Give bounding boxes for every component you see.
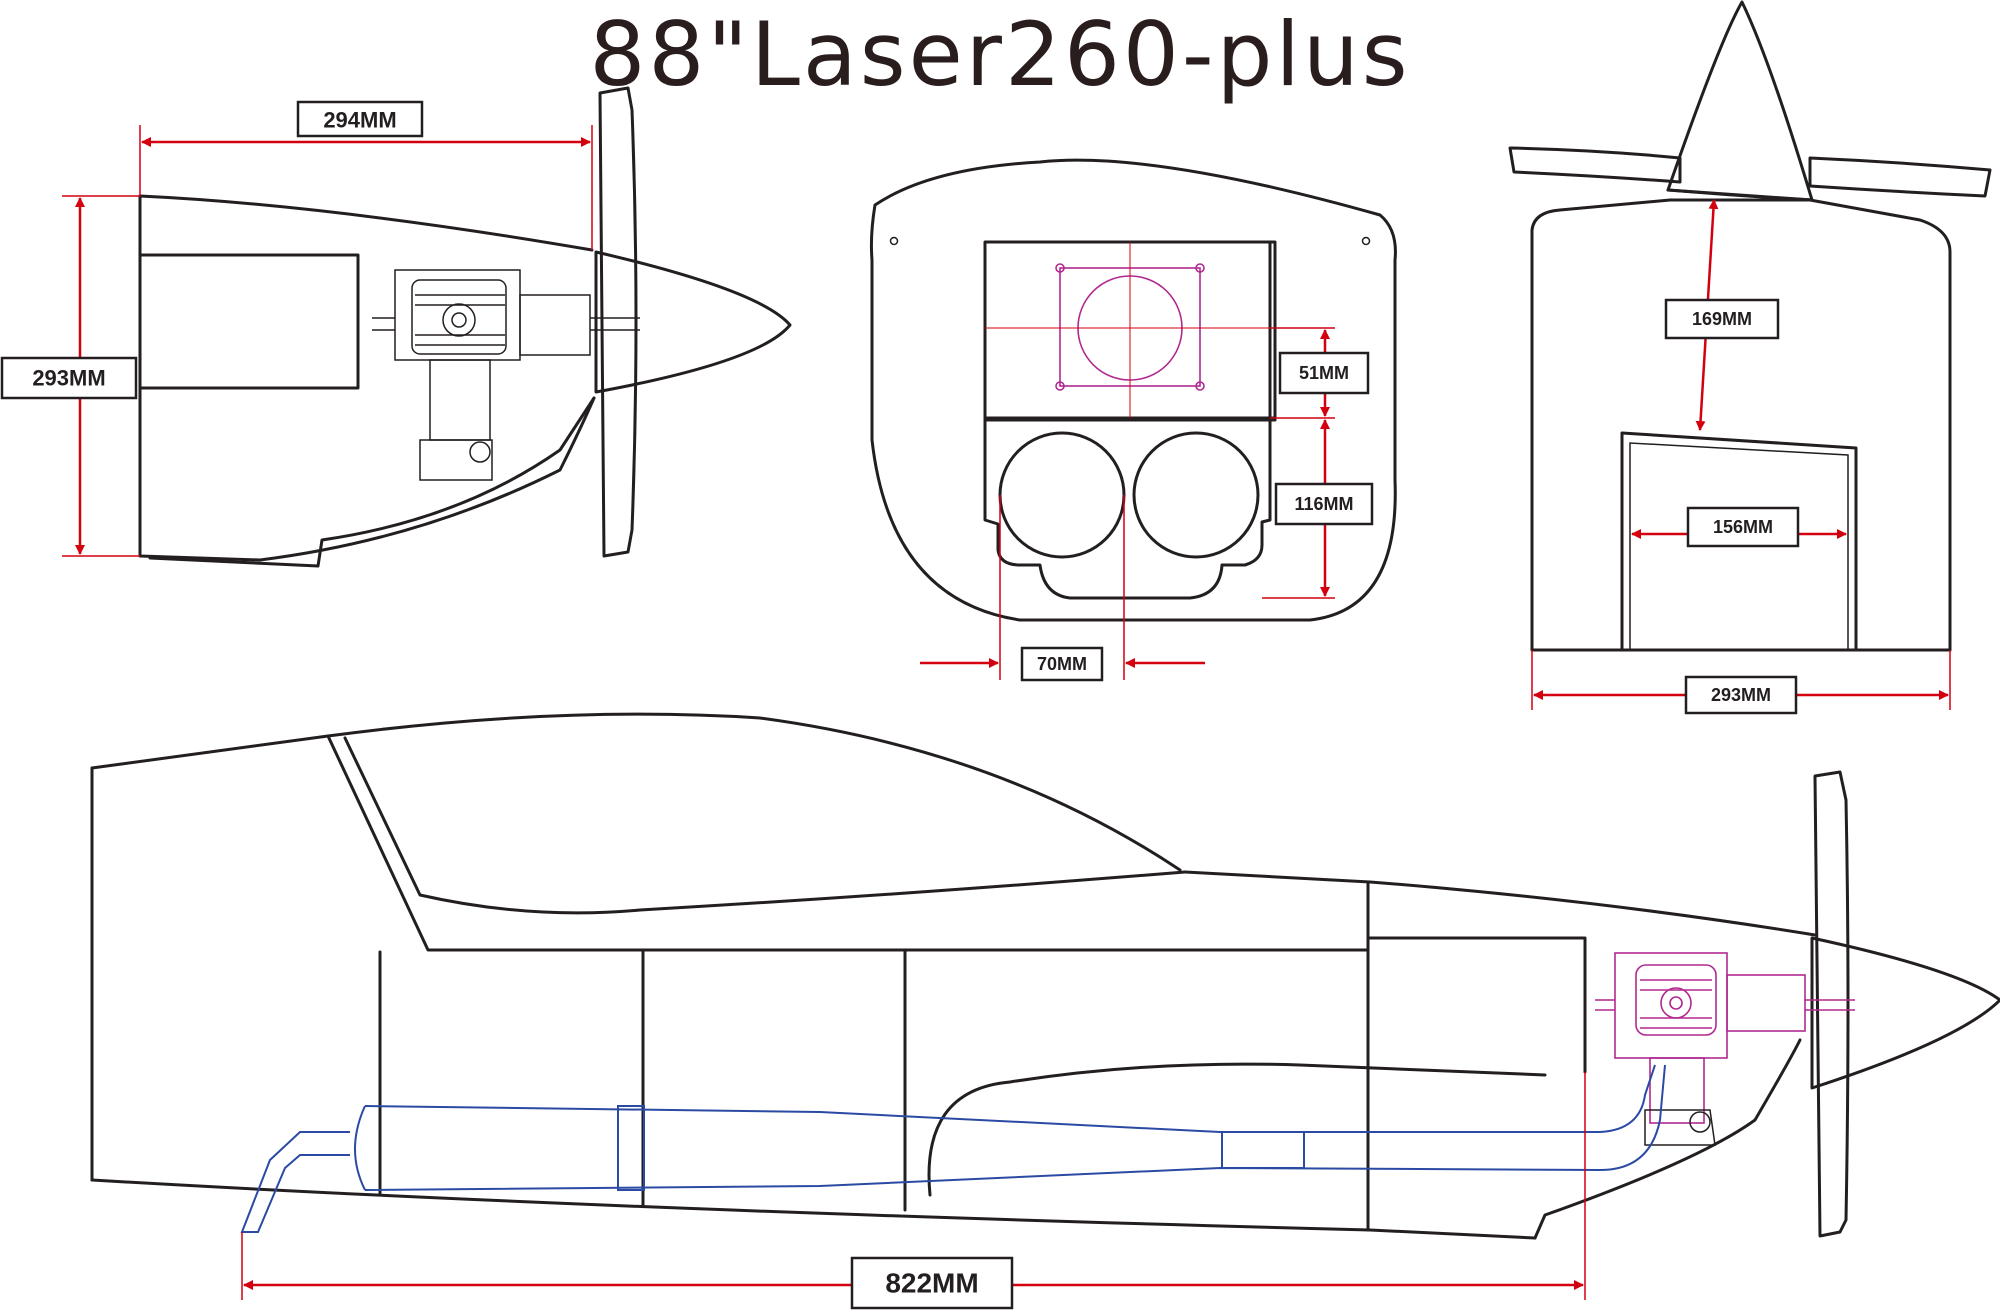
dim-70mm: 70MM	[1037, 654, 1087, 674]
dim-294mm: 294MM	[323, 108, 396, 133]
diagram-title: 88"Laser260-plus	[589, 3, 1411, 106]
engine-mount-front	[985, 242, 1275, 418]
fuselage-side-view: 822MM	[90, 712, 2000, 1310]
dim-51mm: 51MM	[1299, 363, 1349, 383]
engine-fuselage	[1595, 952, 1855, 1146]
dim-156mm: 156MM	[1713, 517, 1773, 537]
exhaust-pipe	[240, 1064, 1666, 1233]
dim-116mm: 116MM	[1294, 494, 1353, 514]
dim-169mm: 169MM	[1692, 309, 1752, 329]
cowl-front-view: 51MM 116MM 70MM	[869, 158, 1397, 682]
engine-side	[372, 269, 640, 481]
dim-822mm: 822MM	[885, 1268, 978, 1299]
dim-293mm-side: 293MM	[32, 366, 105, 391]
cowl-side-view: 294MM 293MM	[0, 86, 792, 568]
cowl-rear-view: 169MM 156MM 293MM	[1508, 0, 1992, 715]
dim-293mm-rear: 293MM	[1711, 685, 1771, 705]
